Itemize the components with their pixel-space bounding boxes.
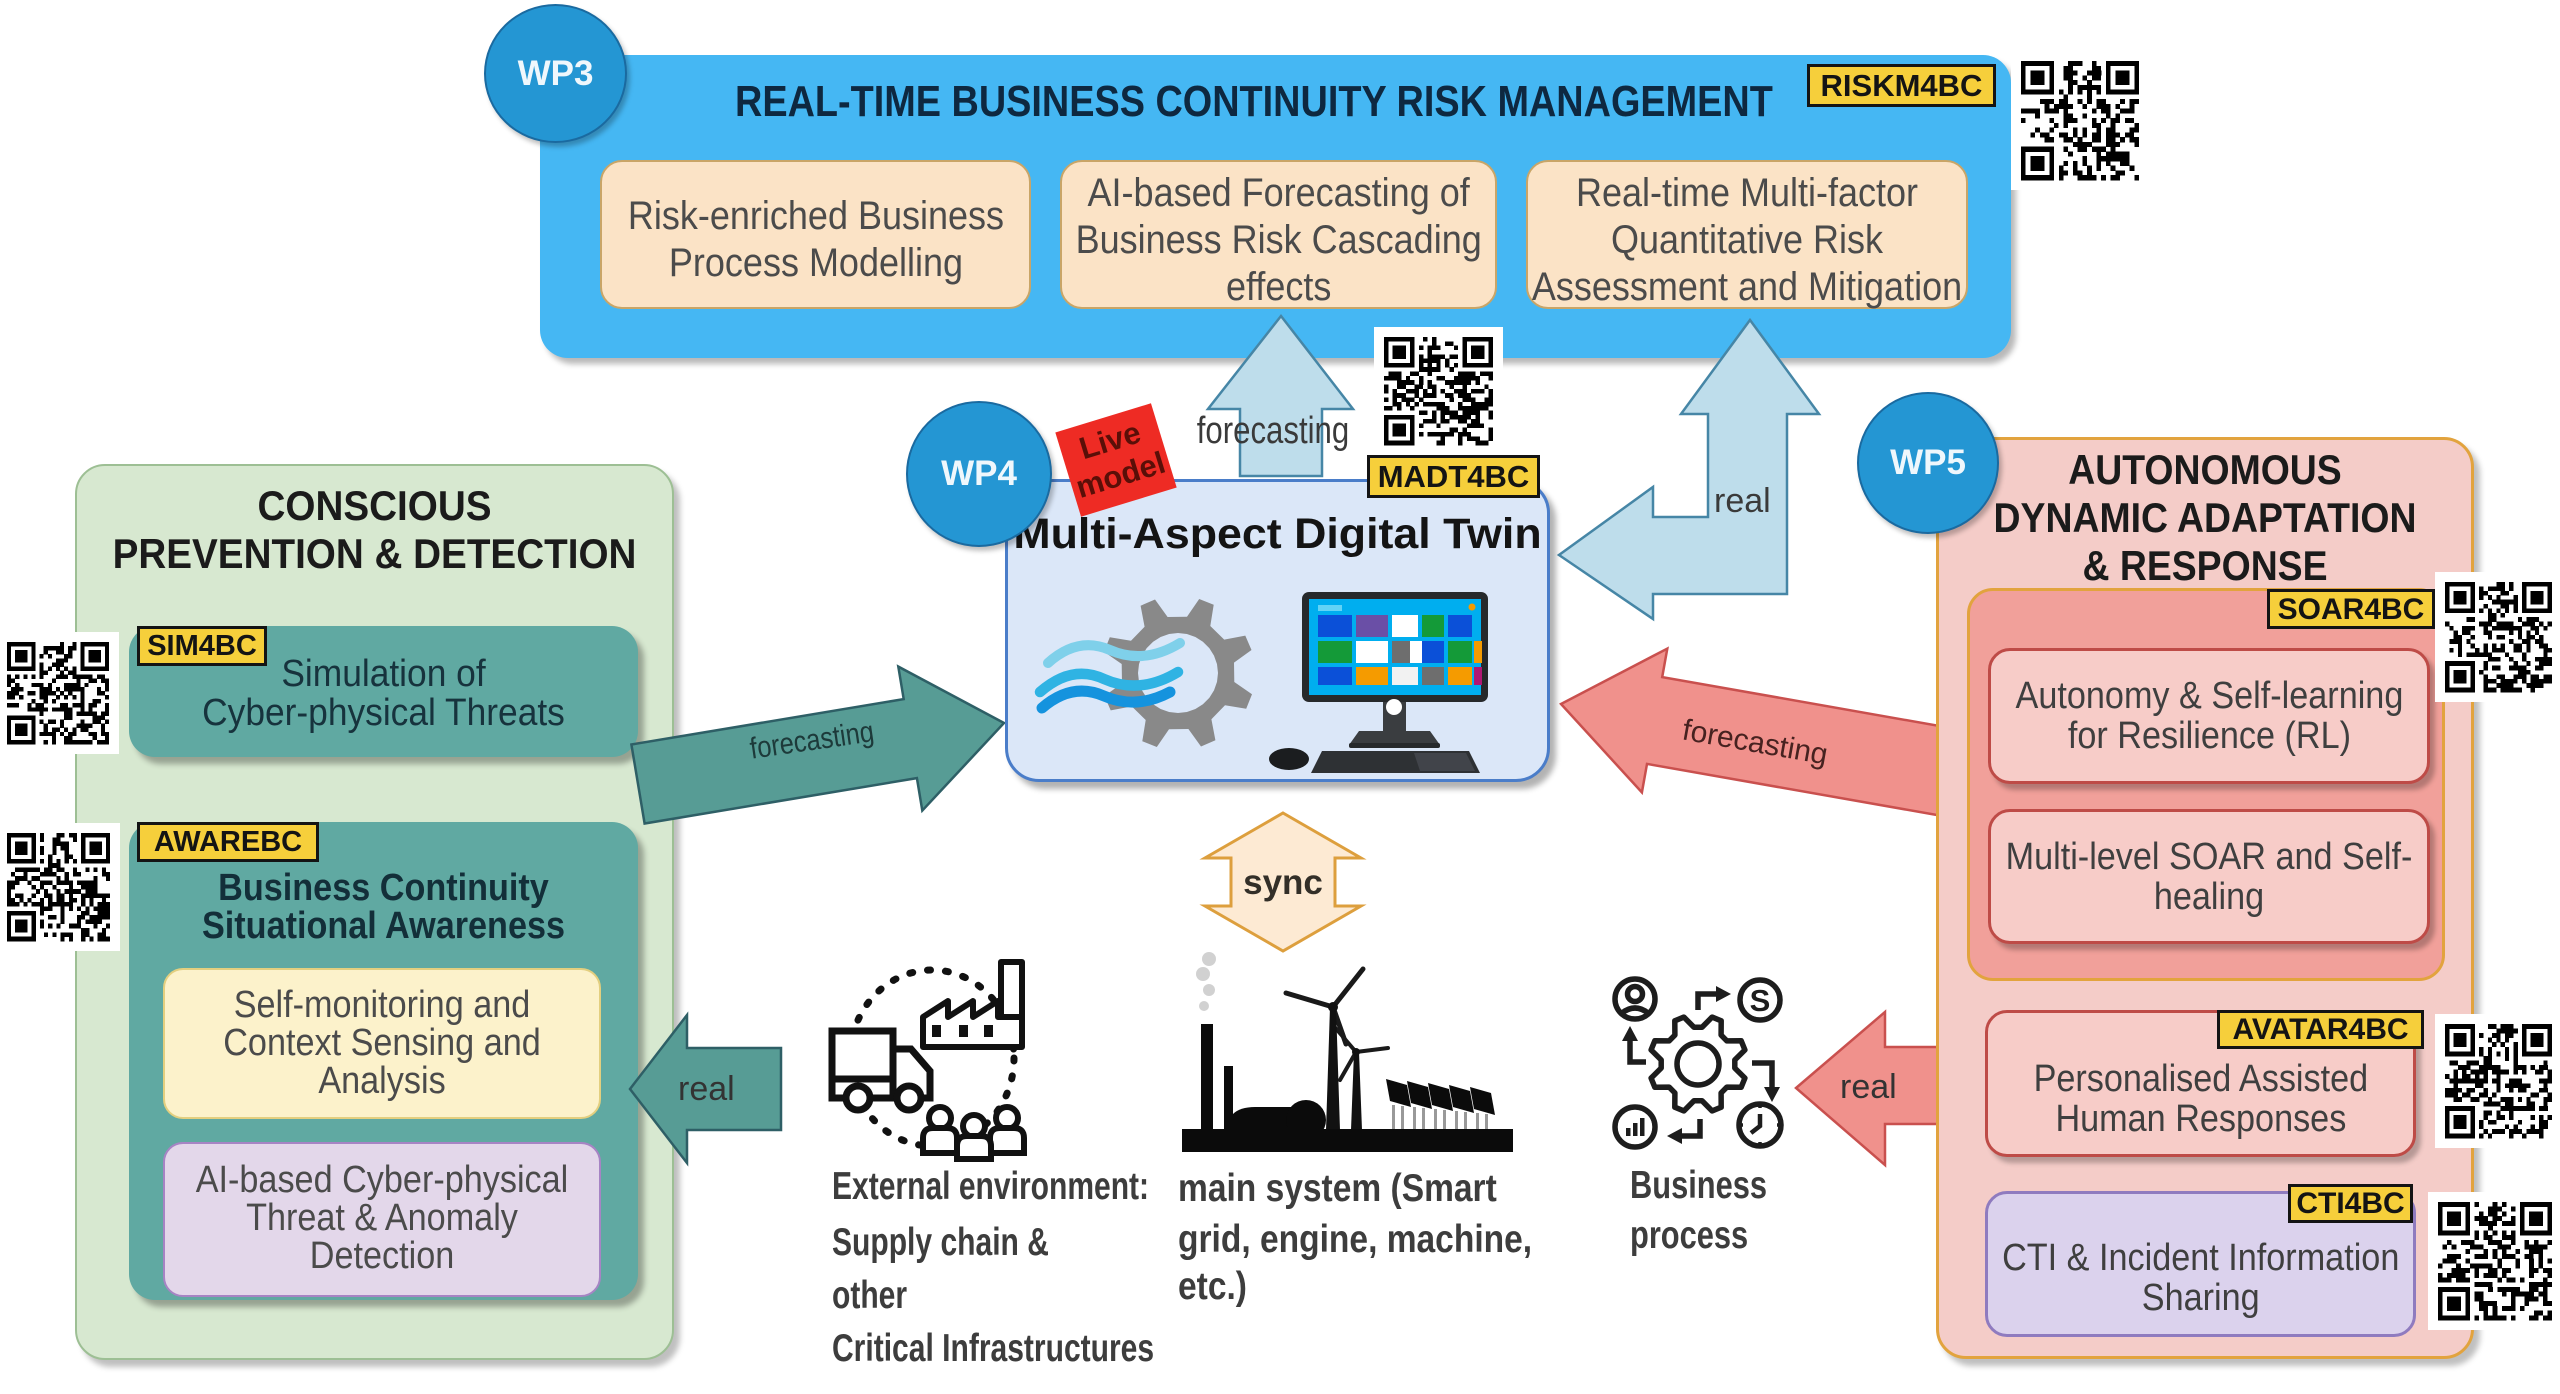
svg-text:S: S xyxy=(1750,983,1771,1018)
